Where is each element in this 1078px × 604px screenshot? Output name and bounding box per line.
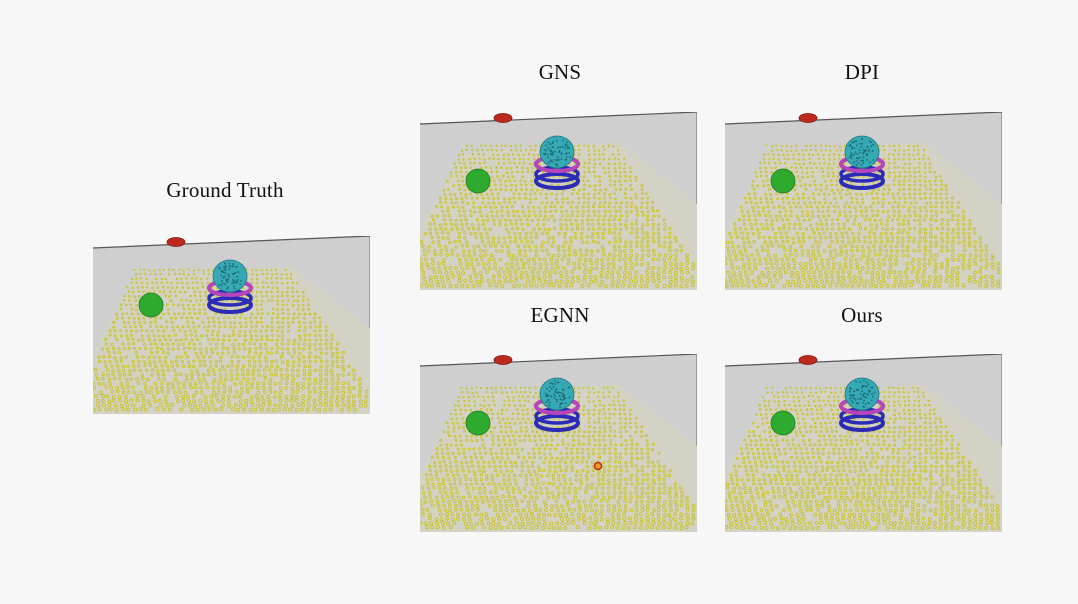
scene-gns [420,112,697,290]
scene-ours [725,354,1002,532]
wall-edge [420,112,697,125]
blue-ring [839,414,885,432]
scene-ground-truth [93,236,370,414]
teal-sphere [844,377,880,411]
panel-ground-truth [93,236,370,414]
red-marker [493,113,513,123]
label-egnn: EGNN [530,303,590,327]
green-cube [770,168,796,194]
red-marker [798,355,818,365]
label-dpi: DPI [844,60,880,84]
label-ground-truth: Ground Truth [166,178,284,202]
red-marker [798,113,818,123]
wall-edge [420,354,697,367]
label-ours: Ours [841,303,883,327]
wall-edge [93,236,370,249]
scene-egnn [420,354,697,532]
green-cube [465,168,491,194]
blue-ring [839,172,885,190]
panel-ours [725,354,1002,532]
red-marker [493,355,513,365]
panel-gns [420,112,697,290]
teal-sphere [212,259,248,293]
green-cube [465,410,491,436]
blue-ring [207,296,253,314]
scene-dpi [725,112,1002,290]
panel-egnn [420,354,697,532]
green-cube [138,292,164,318]
green-cube [770,410,796,436]
blue-ring [534,414,580,432]
wall-edge [725,112,1002,125]
wall-edge [725,354,1002,367]
panel-dpi [725,112,1002,290]
sand-particles [420,144,696,289]
red-marker [166,237,186,247]
teal-sphere [539,377,575,411]
blue-ring [534,172,580,190]
stray-red-particle [593,461,603,471]
label-gns: GNS [538,60,582,84]
teal-sphere [844,135,880,169]
sand-particles [420,386,696,531]
sand-particles [725,386,1001,531]
sand-particles [725,144,1001,289]
